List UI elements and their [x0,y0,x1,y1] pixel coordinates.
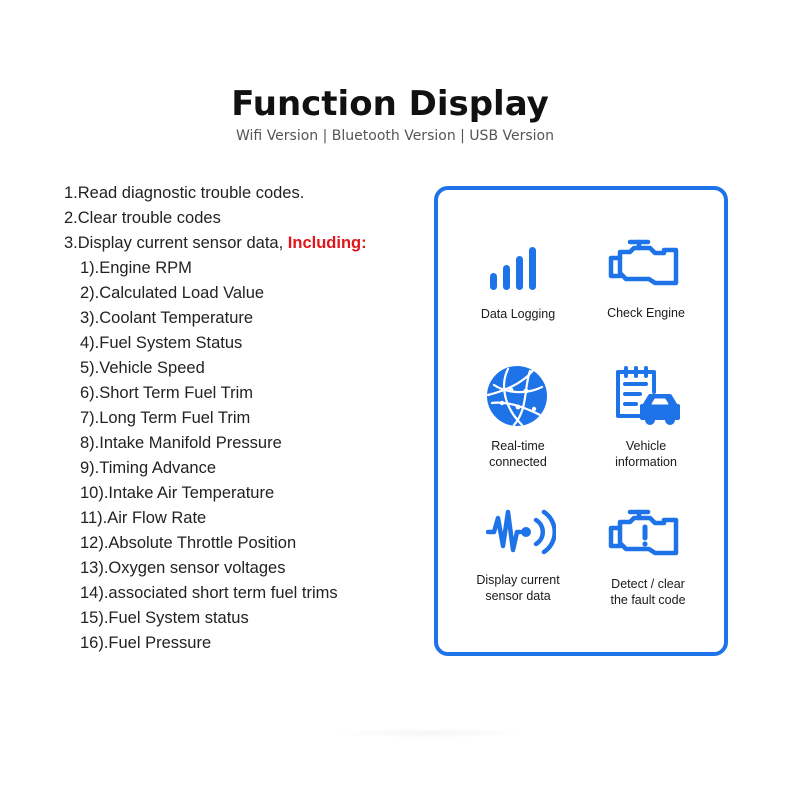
sensor-item: 5).Vehicle Speed [80,359,205,377]
sensor-item: 8).Intake Manifold Pressure [80,434,282,452]
sensor-item: 6).Short Term Fuel Trim [80,384,253,402]
sensor-item: 12).Absolute Throttle Position [80,534,297,552]
page-subtitle: Wifi Version | Bluetooth Version | USB V… [236,128,554,144]
including-highlight: Including: [287,234,367,252]
feature-label: Data Logging [448,306,588,322]
function-list: 1.Read diagnostic trouble codes. 2.Clear… [64,182,367,657]
feature-label-line: sensor data [485,589,551,603]
sensor-item: 15).Fuel System status [80,609,249,627]
list-item-text: 3.Display current sensor data, [64,234,288,252]
list-item: 1.Read diagnostic trouble codes. [64,184,305,202]
sensor-item: 10).Intake Air Temperature [80,484,275,502]
sensor-item: 9).Timing Advance [80,459,217,477]
feature-label-line: the fault code [610,593,686,607]
feature-label-line: Detect / clear [611,577,685,591]
sensor-item: 11).Air Flow Rate [80,509,207,527]
feature-label-line: Vehicle [625,439,667,453]
signal-bars-icon [488,246,542,297]
sensor-item: 14).associated short term fuel trims [80,584,338,602]
engine-fault-icon [608,508,684,565]
feature-label: Check Engine [576,305,716,321]
sensor-item: 13).Oxygen sensor voltages [80,559,286,577]
sensor-item: 4).Fuel System Status [80,334,243,352]
feature-label: Display current sensor data [448,572,588,604]
feature-label-line: Data Logging [480,307,556,321]
sensor-item: 16).Fuel Pressure [80,634,212,652]
vehicle-info-icon [614,364,682,431]
feature-label-line: connected [489,455,547,469]
feature-label-line: Display current [476,573,560,587]
feature-panel: Data Logging Check Engine [434,186,728,656]
list-item: 3.Display current sensor data, Including… [64,232,367,257]
feature-label: Vehicle information [576,438,716,470]
feature-label-line: Real-time [491,439,545,453]
globe-icon [484,363,550,434]
sensor-item: 3).Coolant Temperature [80,309,254,327]
feature-label: Real-time connected [448,438,588,470]
feature-label: Detect / clear the fault code [578,576,718,608]
list-item: 2.Clear trouble codes [64,209,221,227]
sensor-item: 1).Engine RPM [80,259,192,277]
decorative-shadow [330,728,530,738]
sensor-item: 2).Calculated Load Value [80,284,265,302]
sensor-wave-icon [485,506,557,563]
feature-label-line: information [615,455,677,469]
sensor-item: 7).Long Term Fuel Trim [80,409,251,427]
feature-label-line: Check Engine [607,306,685,320]
check-engine-icon [608,238,684,293]
page-title: Function Display [231,84,549,124]
